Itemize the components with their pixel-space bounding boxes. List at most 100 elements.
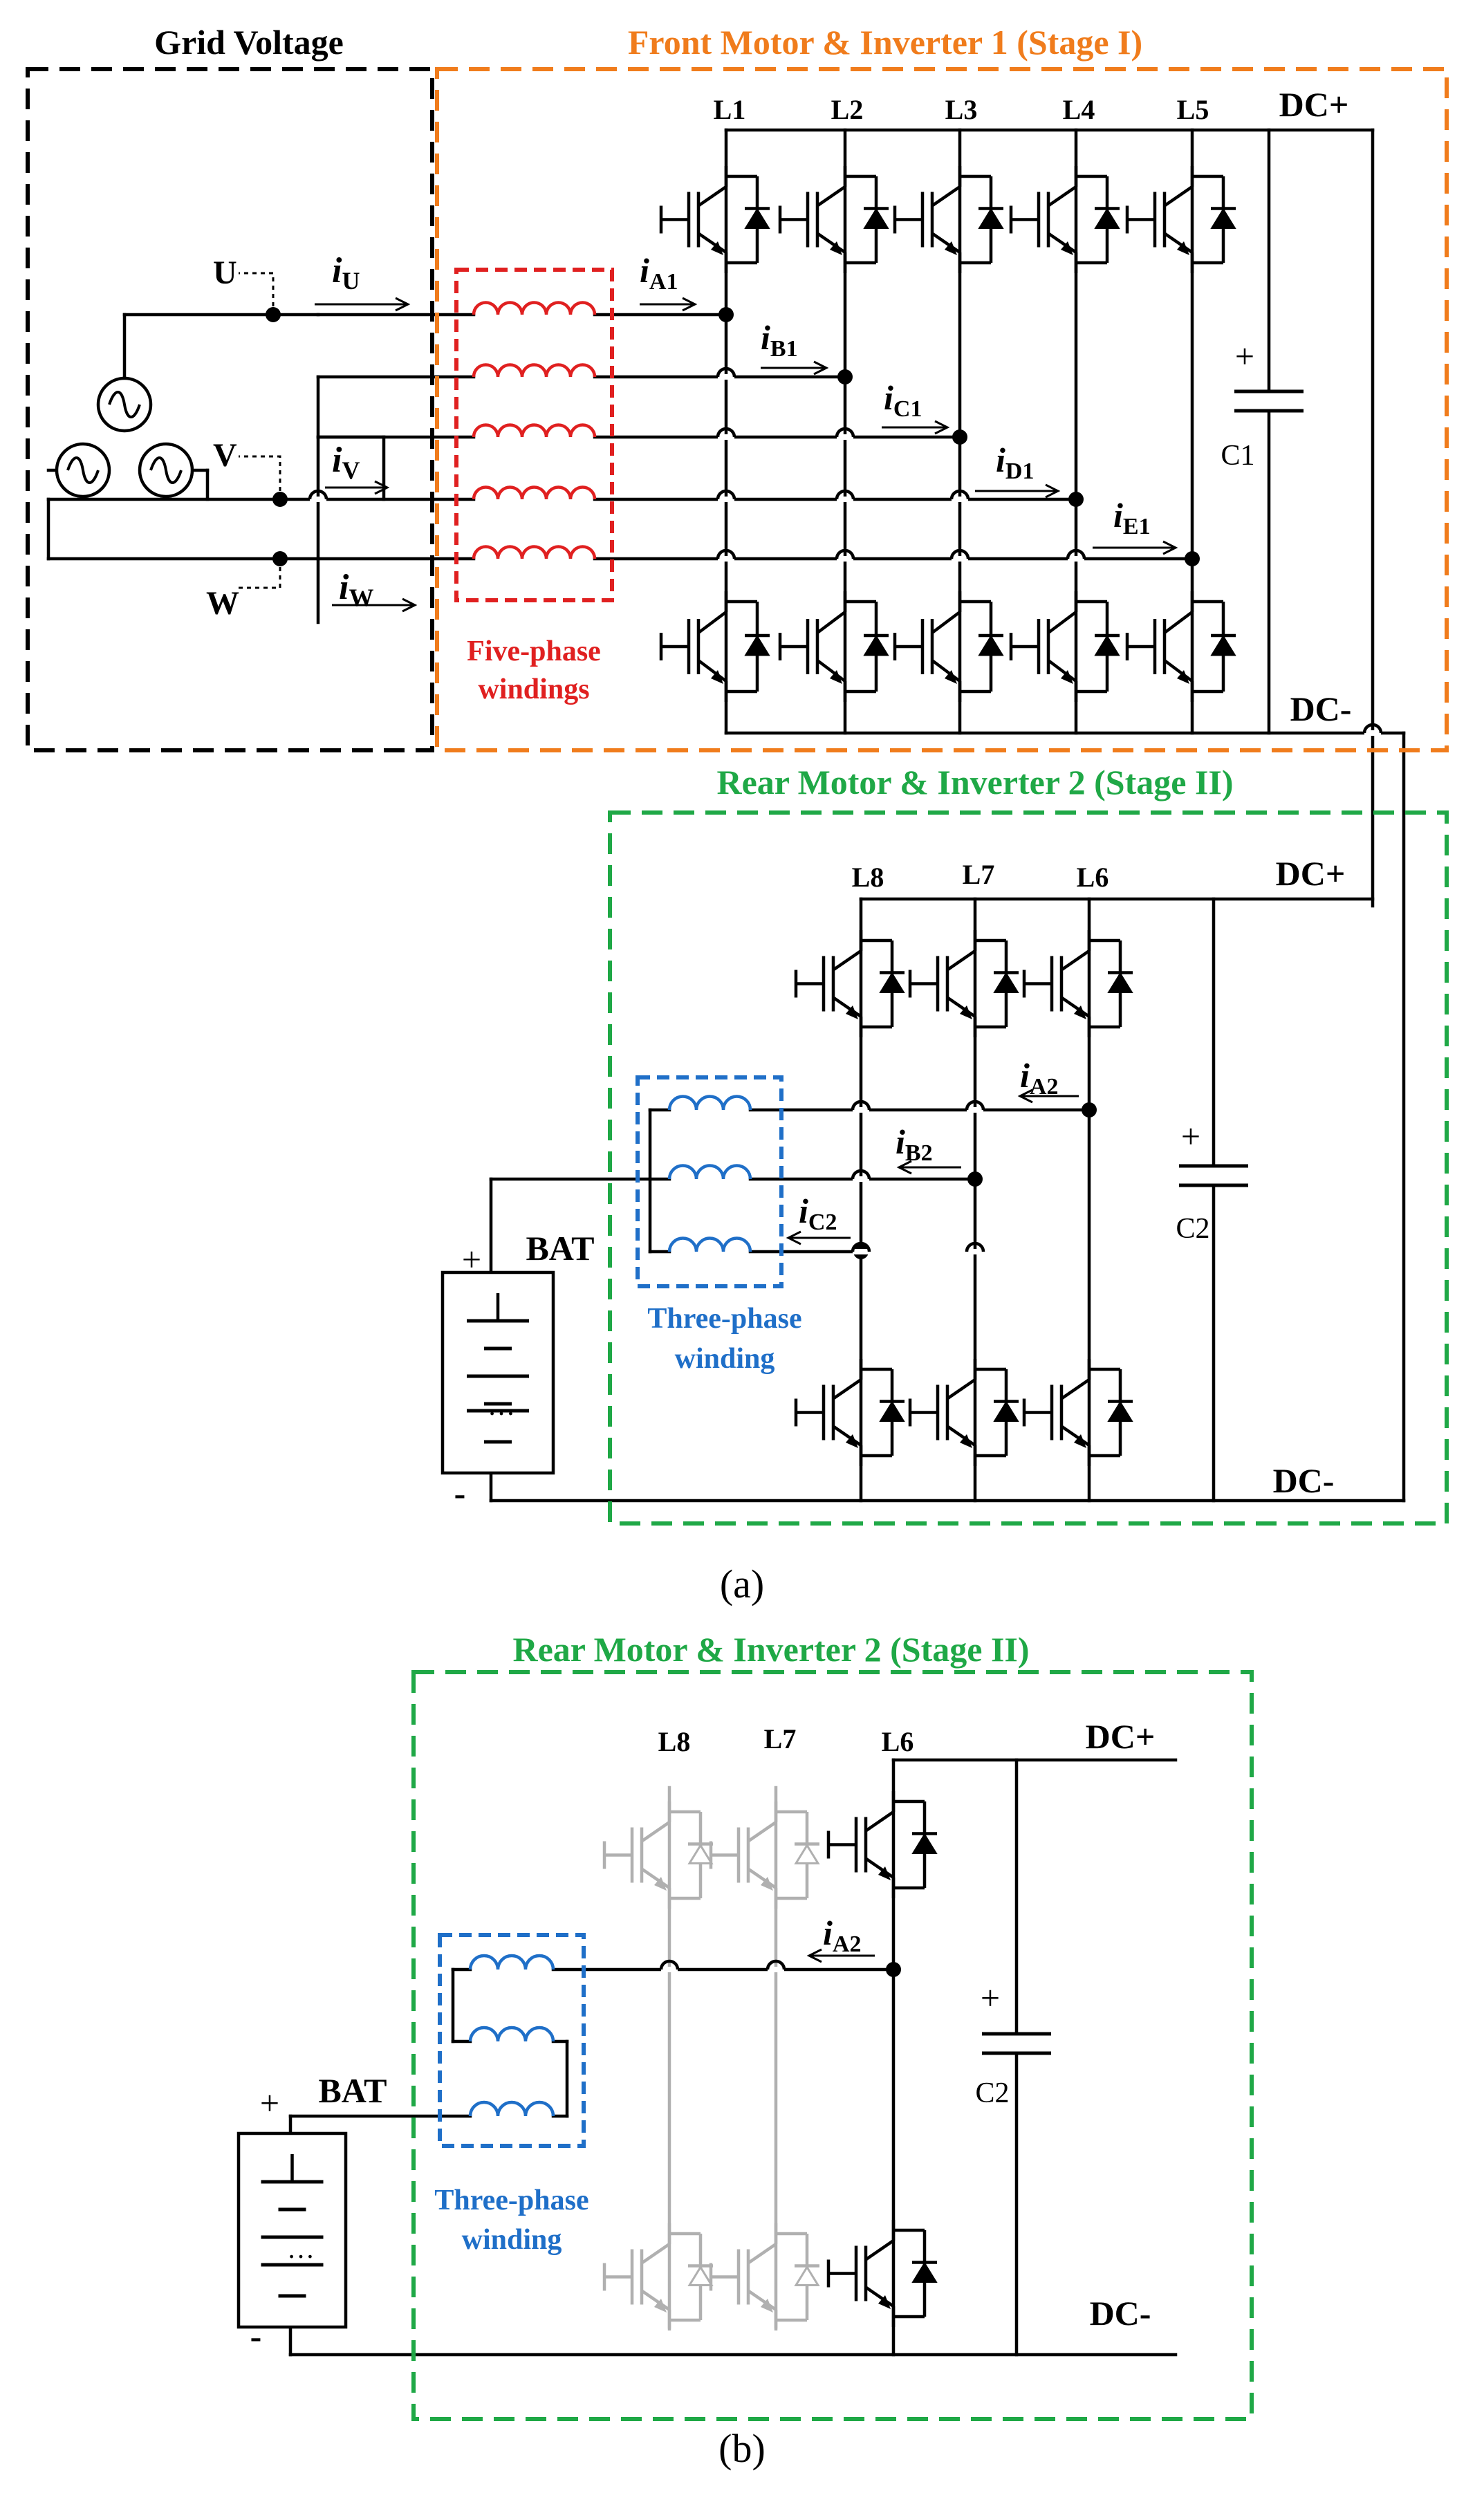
igbt-stroke [864,1810,895,1833]
three-phase-label-a-1: Three-phase [647,1303,801,1335]
three-phase-coil-a-1 [667,1095,752,1111]
battery-label-a: BAT [526,1229,594,1268]
igbt-arrow [1061,670,1073,684]
dc-minus-1: DC- [1290,689,1352,728]
crossover-gap [837,497,853,502]
igbt-stroke [747,1821,777,1843]
crossover [716,367,736,378]
igbt-stroke [816,185,846,207]
arrow-ie1-head [1162,540,1178,555]
three-phase-coil-b-1 [468,1954,555,1970]
crossover-gap [952,497,968,502]
igbt-stroke [864,2286,895,2308]
diode-triangle [794,2265,820,2286]
igbt-upper-l1 [659,166,770,273]
crossover [659,1959,680,1970]
five-phase-label-1: Five-phase [467,636,601,667]
leg-l7-label-b: L7 [764,1723,797,1754]
crossover [835,489,855,500]
igbt-upper-inactive [602,1801,714,1909]
igbt-stroke [747,2243,777,2265]
current-ie1: iE1 [1113,496,1151,539]
current-ib2-a: iB2 [896,1122,933,1166]
crossover [851,1100,871,1111]
igbt-arrow [761,1877,773,1891]
igbt-arrow [1061,241,1073,255]
diode-triangle [993,972,1019,993]
three-phase-winding-box-b [438,1933,586,2148]
five-phase-coil-4 [472,485,597,500]
igbt-stroke [946,996,976,1018]
igbt-arrow [960,1434,972,1448]
current-ia2-b: iA2 [823,1913,861,1957]
crossover [716,427,736,438]
diode-triangle [911,1833,938,1854]
igbt-arrow [846,1005,858,1019]
five-phase-coil-2 [472,363,597,378]
igbt-stroke [1047,659,1077,683]
igbt-stroke [832,1425,862,1447]
cap-c2-label-a: C2 [1176,1213,1209,1245]
crossover [1066,548,1086,559]
sine-wave-icon [108,391,141,418]
diode-triangle [794,1843,820,1864]
grid-voltage-box [26,67,434,752]
crossover-gap [967,1249,983,1254]
sine-wave-icon [149,456,183,484]
igbt-arrow [654,2299,667,2313]
current-ic2-a: iC2 [799,1192,837,1235]
battery-label-b: BAT [318,2071,387,2110]
leg-l2-label: L2 [831,94,864,125]
caption-b: (b) [718,2426,766,2471]
crossover [716,489,736,500]
igbt-arrow [878,2295,891,2309]
crossover [851,1169,871,1180]
phase2a-junction [967,1171,983,1187]
igbt-upper-stage2a [794,930,905,1037]
current-iw: iW [339,568,373,611]
stage2-box-b [411,1670,1254,2421]
igbt-lower-l5 [1125,591,1236,702]
igbt-arrow [830,670,842,684]
igbt-upper-l5 [1125,166,1236,273]
stage1-box [435,67,1449,752]
arrow-iu-head [395,297,411,312]
arrow-ib2-a-head [896,1160,912,1175]
diode-triangle [1107,972,1133,993]
crossover [716,548,736,559]
diode-triangle [1094,635,1120,656]
crossover [835,427,855,438]
leg-l6-label-a: L6 [1077,862,1109,893]
igbt-arrow [761,2299,773,2313]
diode-triangle [687,2265,714,2286]
stage2-title-b: Rear Motor & Inverter 2 (Stage II) [512,1630,1029,1669]
three-phase-label-b-2: winding [462,2224,562,2256]
igbt-arrow [878,1866,891,1880]
igbt-stroke [832,996,862,1018]
stage2-title-a: Rear Motor & Inverter 2 (Stage II) [716,763,1233,801]
diode-triangle [993,1400,1019,1422]
stage2-box-a [608,810,1449,1526]
crossover-gap [1068,556,1084,562]
crossover-gap [853,1176,869,1182]
igbt-stroke [1047,232,1077,254]
crossover-gap [310,497,326,502]
three-phase-coil-b-3 [468,2100,555,2117]
battery-minus-b: - [250,2317,262,2355]
crossover-gap [1364,730,1381,736]
crossover-gap [967,1107,983,1113]
arrow-ic1-head [934,420,950,435]
node-v-probe [239,455,281,499]
crossover-gap [718,434,734,440]
five-phase-label-2: windings [478,674,589,705]
phase-4-junction [1068,492,1084,507]
igbt-upper-stage2a [1022,930,1133,1037]
igbt-stroke [832,1378,862,1400]
igbt-stroke [1060,1425,1091,1447]
five-phase-coil-3 [472,423,597,438]
battery-plus-b: + [260,2084,279,2122]
cap-c1-label: C1 [1221,440,1254,472]
leg-l4-label: L4 [1063,94,1095,125]
igbt-stroke [747,1867,777,1889]
caption-a: (a) [720,1561,764,1606]
